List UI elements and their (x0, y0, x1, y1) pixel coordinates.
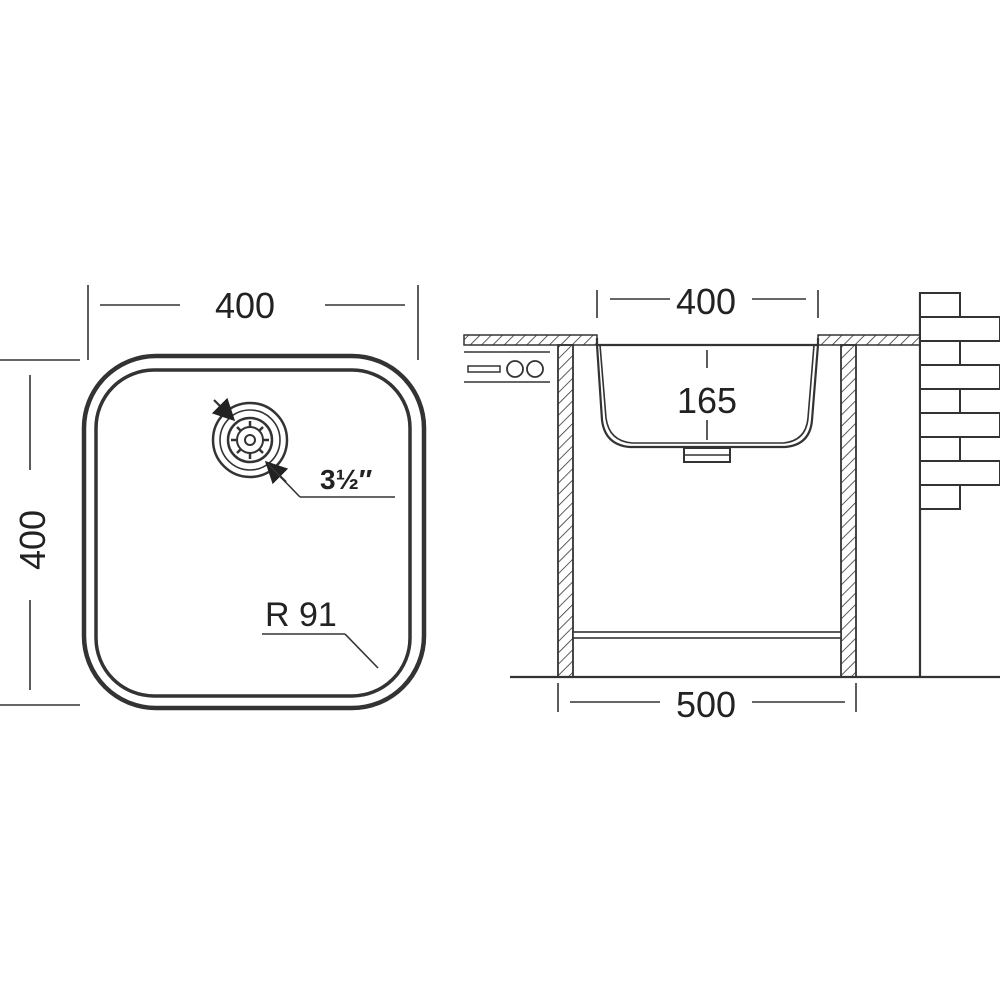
bowl-width-dimension: 400 (596, 281, 819, 322)
corner-radius-label: R 91 (265, 596, 337, 634)
drain-icon (211, 401, 289, 479)
control-knobs-icon (464, 351, 550, 383)
top-width-dimension: 400 (87, 285, 419, 360)
bowl-depth-dimension: 165 (677, 350, 737, 440)
sink-inner-bowl (94, 368, 412, 698)
cabinet-bottom-shelf (572, 631, 842, 639)
side-view: 400 165 (463, 281, 1000, 725)
cabinet-wall-right (840, 344, 857, 678)
bowl-profile (595, 338, 820, 463)
cabinet-wall-left (557, 344, 574, 678)
top-height-dimension: 400 (0, 359, 80, 706)
bowl-depth-label: 165 (677, 380, 737, 421)
countertop-left (463, 334, 598, 346)
brick-wall (918, 292, 1000, 677)
top-height-label: 400 (12, 510, 53, 570)
cabinet-width-dimension: 500 (557, 683, 857, 725)
top-view: 400 400 (0, 285, 427, 711)
countertop-right (817, 334, 921, 346)
top-width-label: 400 (215, 285, 275, 326)
sink-outer-rim (81, 353, 427, 711)
bowl-width-label: 400 (676, 281, 736, 322)
drain-size-dimension: 3½″ (211, 397, 395, 498)
cabinet-width-label: 500 (676, 684, 736, 725)
corner-radius-dimension: R 91 (262, 596, 379, 669)
drain-size-label: 3½″ (320, 464, 372, 495)
